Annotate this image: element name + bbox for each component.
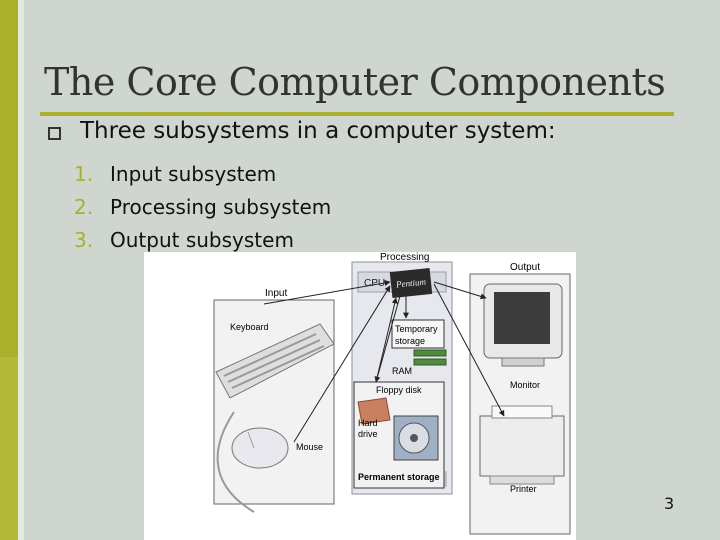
hard-label: Hard [358,418,378,428]
title-underline [40,112,674,116]
input-label: Input [265,288,287,299]
temporary-label: Temporary [395,324,438,334]
floppy-disk-icon [357,397,391,425]
left-light-strip [18,0,24,540]
mouse-label: Mouse [296,442,323,452]
square-bullet-icon [48,127,61,140]
list-item: 3.Output subsystem [74,228,294,252]
printer-icon [479,405,565,485]
list-item: 2.Processing subsystem [74,195,332,219]
left-accent-strip [0,0,18,357]
output-label: Output [510,262,540,273]
page-number: 3 [664,494,675,513]
ram-module-icon [413,349,447,366]
printer-label: Printer [510,484,537,494]
monitor-icon [483,283,563,367]
ram-label: RAM [392,366,412,376]
floppy-label: Floppy disk [376,385,422,395]
list-item: 1.Input subsystem [74,162,277,186]
monitor-label: Monitor [510,380,540,390]
processing-label: Processing [380,252,429,263]
left-accent-strip-lower [0,357,18,540]
keyboard-label: Keyboard [230,322,269,332]
drive-label: drive [358,429,378,439]
lead-text: Three subsystems in a computer system: [80,118,556,144]
chip-label: Pentium [395,276,427,289]
subsystem-list: 1.Input subsystem 2.Processing subsystem… [74,158,331,257]
permanent-storage-label: Permanent storage [358,472,440,482]
hard-drive-icon [393,415,439,461]
keyboard-icon [215,323,335,399]
flow-arrows [263,279,505,443]
computer-components-diagram: Processing CPU Pentium Temporary storage… [144,252,576,540]
mouse-icon [216,411,289,513]
cpu-chip-icon: Pentium [389,267,433,299]
cpu-label: CPU [364,278,385,289]
storage-label: storage [395,336,425,346]
slide-title: The Core Computer Components [44,60,666,104]
